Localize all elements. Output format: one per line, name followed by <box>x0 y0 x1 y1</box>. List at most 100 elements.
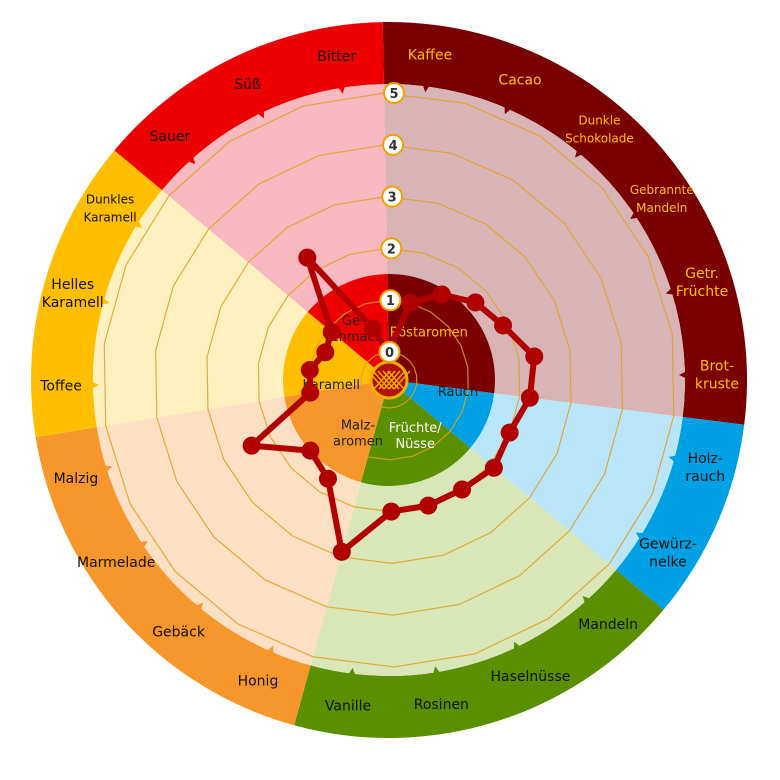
category-label-19: Sauer <box>150 129 191 145</box>
grid-ring-5 <box>103 92 675 668</box>
pointer-20 <box>248 98 264 119</box>
pointer-17 <box>89 290 110 307</box>
pointer-7 <box>635 532 656 550</box>
pointer-6 <box>668 453 689 470</box>
scale-badge-3 <box>381 185 404 208</box>
data-point-7 <box>500 423 519 442</box>
data-point-11 <box>382 502 401 521</box>
inner-core-5 <box>307 274 389 380</box>
pointer-0 <box>418 73 437 93</box>
pointer-9 <box>514 641 530 662</box>
pointer-19 <box>176 145 196 165</box>
emblem-line <box>388 370 406 390</box>
mid-ring-3 <box>96 396 361 666</box>
data-point-16 <box>301 383 320 402</box>
data-point-13 <box>318 469 337 488</box>
pointer-3 <box>630 201 650 219</box>
grid-ring-3 <box>206 196 572 564</box>
data-point-9 <box>453 480 472 499</box>
emblem-line <box>373 370 391 390</box>
data-point-6 <box>520 388 539 407</box>
scale-tick-4: 4 <box>389 139 398 154</box>
category-label-11: Vanille <box>325 698 371 714</box>
grid-ring-1 <box>309 299 469 461</box>
outer-ring-0 <box>382 22 747 425</box>
category-label-13: Gebäck <box>152 625 206 641</box>
category-label-5: Brot-kruste <box>695 358 739 392</box>
pointer-1 <box>504 94 520 115</box>
pointer-5 <box>678 366 697 384</box>
data-point-15 <box>242 436 261 455</box>
group-label-0: Röstaromen <box>390 326 468 341</box>
category-label-10: Rosinen <box>414 697 469 713</box>
category-label-21: Bitter <box>317 49 356 65</box>
outer-ring-3 <box>35 427 311 726</box>
data-point-4 <box>494 316 513 335</box>
mid-ring-5 <box>161 84 388 312</box>
data-point-18 <box>316 343 335 362</box>
category-label-6: Holz-rauch <box>685 451 725 485</box>
emblem-line <box>393 370 411 390</box>
pointer-11 <box>341 667 360 687</box>
inner-core-1 <box>389 380 495 449</box>
data-point-2 <box>432 285 451 304</box>
center-emblem <box>367 360 411 400</box>
data-point-14 <box>301 441 320 460</box>
category-label-12: Honig <box>238 674 279 690</box>
group-label-2: Früchte/Nüsse <box>389 421 443 452</box>
outer-ring-2 <box>294 569 664 738</box>
scale-tick-2: 2 <box>387 242 396 257</box>
grid-ring-4 <box>155 144 623 616</box>
pointer-12 <box>258 645 274 666</box>
data-point-8 <box>484 458 503 477</box>
data-point-10 <box>419 496 438 515</box>
grid-ring-0 <box>360 351 418 409</box>
data-point-12 <box>332 542 351 561</box>
category-label-20: Süß <box>234 77 261 93</box>
scale-tick-3: 3 <box>388 191 397 206</box>
pointer-4 <box>665 279 686 297</box>
category-label-14: Marmelade <box>77 555 155 571</box>
group-label-3: Malz-aromen <box>333 419 383 450</box>
data-point-5 <box>525 347 544 366</box>
data-point-17 <box>300 361 319 380</box>
emblem-line <box>378 370 396 390</box>
mid-ring-1 <box>470 393 683 570</box>
category-label-1: Cacao <box>498 72 541 88</box>
pointer-10 <box>429 666 447 686</box>
inner-core-3 <box>284 380 389 483</box>
scale-tick-0: 0 <box>385 346 394 361</box>
pointer-18 <box>122 210 143 228</box>
category-label-4: Getr.Früchte <box>676 266 728 300</box>
category-label-15: Malzig <box>54 471 99 487</box>
pointer-14 <box>128 541 148 559</box>
pointer-21 <box>331 74 349 94</box>
group-label-1: Rauch <box>438 385 478 400</box>
pointer-15 <box>92 463 113 481</box>
scale-badge-4 <box>382 133 405 156</box>
pointer-13 <box>184 602 203 622</box>
scale-badge-1 <box>379 289 402 312</box>
emblem-line <box>383 370 401 390</box>
mid-ring-0 <box>383 84 686 418</box>
outer-ring-1 <box>616 417 745 610</box>
data-point-3 <box>466 293 485 312</box>
category-label-9: Haselnüsse <box>491 669 571 685</box>
category-label-16: Toffee <box>39 379 82 395</box>
scale-badge-5 <box>383 82 406 105</box>
emblem-line <box>387 370 405 390</box>
category-label-8: Mandeln <box>578 617 638 633</box>
data-series <box>242 248 544 561</box>
category-pointers <box>81 73 697 687</box>
scale-tick-5: 5 <box>389 87 398 102</box>
category-label-0: Kaffee <box>408 48 452 64</box>
data-point-20 <box>298 248 317 267</box>
